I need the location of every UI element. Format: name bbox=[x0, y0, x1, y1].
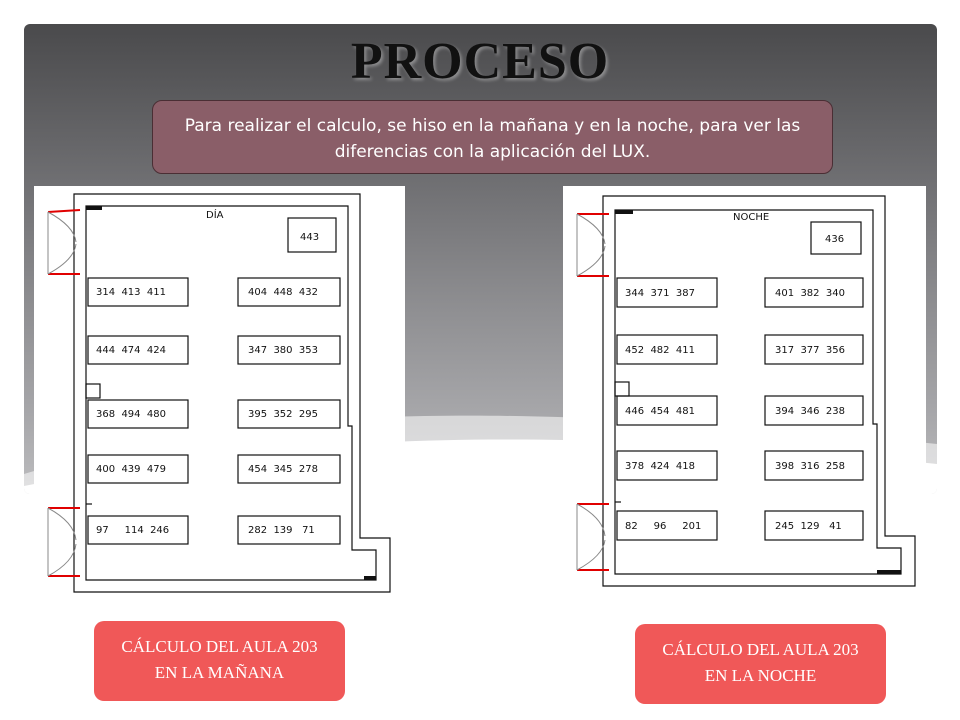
morning-calculation-button[interactable]: CÁLCULO DEL AULA 203 EN LA MAÑANA bbox=[94, 621, 345, 701]
floor-plan-morning: DÍA 443 314 413 411 404 448 432 444 474 … bbox=[34, 186, 405, 600]
page-title: PROCESO bbox=[350, 33, 610, 90]
morning-button-line2: EN LA MAÑANA bbox=[154, 663, 285, 682]
floor-plan-night: NOCHE 436 344 371 387 401 382 340 452 48… bbox=[563, 186, 926, 594]
desk-right-1: 404 448 432 bbox=[248, 287, 318, 298]
desk-left-5: 97 114 246 bbox=[96, 525, 169, 536]
desk-right-3: 394 346 238 bbox=[775, 406, 845, 417]
desk-right-3: 395 352 295 bbox=[248, 409, 318, 420]
door-top bbox=[47, 209, 81, 275]
board-reading: 436 bbox=[825, 234, 844, 245]
explanation-banner: Para realizar el calculo, se hiso en la … bbox=[152, 100, 833, 174]
desk-left-5: 82 96 201 bbox=[625, 521, 701, 532]
door-bottom bbox=[47, 507, 80, 577]
door-top bbox=[576, 213, 609, 277]
floor-plan-night-svg: NOCHE 436 344 371 387 401 382 340 452 48… bbox=[576, 195, 916, 587]
desk-left-2: 444 474 424 bbox=[96, 345, 166, 356]
morning-button-line1: CÁLCULO DEL AULA 203 bbox=[121, 637, 318, 656]
desk-right-5: 245 129 41 bbox=[775, 521, 842, 532]
desk-right-2: 347 380 353 bbox=[248, 345, 318, 356]
desk-right-2: 317 377 356 bbox=[775, 345, 845, 356]
desk-left-3: 368 494 480 bbox=[96, 409, 166, 420]
desk-left-1: 344 371 387 bbox=[625, 288, 695, 299]
desk-left-4: 400 439 479 bbox=[96, 464, 166, 475]
desk-right-1: 401 382 340 bbox=[775, 288, 845, 299]
desk-right-5: 282 139 71 bbox=[248, 525, 315, 536]
plan-label: DÍA bbox=[206, 208, 224, 221]
night-calculation-button[interactable]: CÁLCULO DEL AULA 203 EN LA NOCHE bbox=[635, 624, 886, 704]
board-reading: 443 bbox=[300, 232, 319, 243]
desk-left-4: 378 424 418 bbox=[625, 461, 695, 472]
desk-right-4: 398 316 258 bbox=[775, 461, 845, 472]
desk-right-4: 454 345 278 bbox=[248, 464, 318, 475]
plan-label: NOCHE bbox=[733, 212, 769, 223]
night-button-line2: EN LA NOCHE bbox=[704, 666, 817, 685]
desk-left-2: 452 482 411 bbox=[625, 345, 695, 356]
night-button-line1: CÁLCULO DEL AULA 203 bbox=[662, 640, 859, 659]
desk-left-1: 314 413 411 bbox=[96, 287, 166, 298]
floor-plan-morning-svg: DÍA 443 314 413 411 404 448 432 444 474 … bbox=[47, 193, 391, 593]
desk-left-3: 446 454 481 bbox=[625, 406, 695, 417]
door-bottom bbox=[576, 503, 609, 571]
